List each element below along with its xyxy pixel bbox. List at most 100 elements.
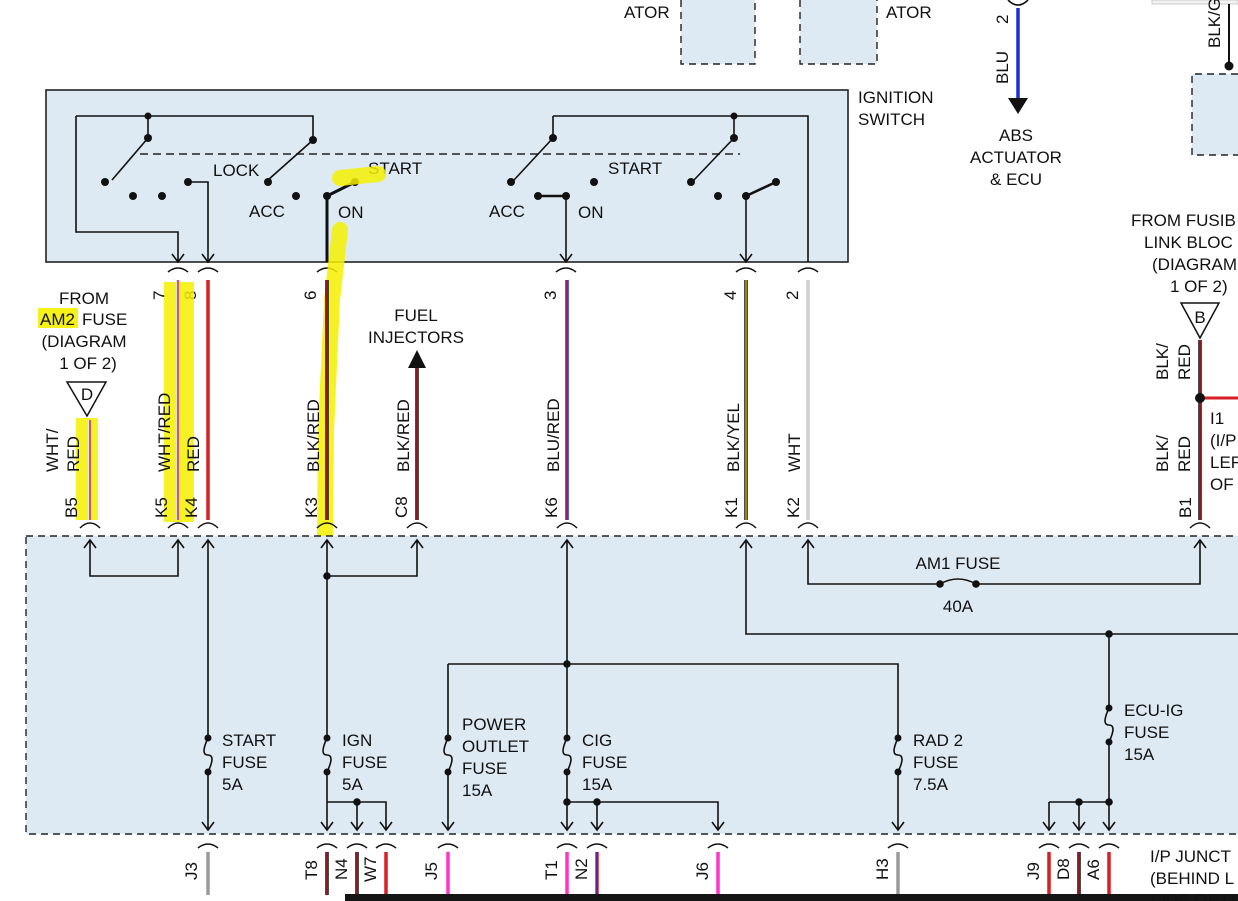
- switch-connectors: [167, 267, 819, 273]
- wht-red-k5-label: WHT/RED: [155, 393, 174, 472]
- conn-b1-label: B1: [1176, 497, 1195, 518]
- junction-dots: [323, 572, 1113, 806]
- abs-pin-label: 2: [993, 15, 1012, 24]
- junction-top-labels: B5 K5 K4 K3 C8 K6 K1 K2 B1: [62, 496, 1195, 518]
- cig-fuse-l3: 15A: [582, 775, 613, 794]
- conn-k5-label: K5: [152, 497, 171, 518]
- wire-color-labels: WHT/ RED WHT/RED RED BLK/RED BLK/RED BLU…: [43, 343, 1194, 472]
- fusible-connector-label: B: [1194, 308, 1205, 327]
- start-fuse-icon: [200, 734, 216, 776]
- ecu-fuse-l2: FUSE: [1124, 723, 1169, 742]
- actuator-boxes: ATOR ATOR: [624, 0, 932, 65]
- fuel-label-1: FUEL: [394, 306, 437, 325]
- i1-label-4: OF: [1210, 475, 1234, 494]
- abs-label-2: ACTUATOR: [970, 148, 1062, 167]
- i1-label-1: I1: [1210, 409, 1224, 428]
- conn-j3-label: J3: [182, 862, 201, 880]
- am2-connector-label: D: [81, 385, 93, 404]
- am2-diagram-label: (DIAGRAM: [42, 332, 127, 351]
- ignition-switch-box: [45, 89, 849, 263]
- abs-label-1: ABS: [999, 126, 1033, 145]
- ecu-ig-fuse-icon: [1101, 704, 1117, 746]
- am2-label: AM2: [40, 310, 75, 329]
- ign-fuse-l1: IGN: [342, 731, 372, 750]
- junction-top-connectors: [79, 522, 1211, 529]
- harness-wires: [88, 280, 1238, 520]
- ign-fuse-l2: FUSE: [342, 753, 387, 772]
- pin-7-label: 7: [150, 291, 169, 300]
- fuse-labels: AM1 FUSE 40A START FUSE 5A IGN FUSE 5A P…: [222, 554, 1184, 800]
- fusible-label-3: (DIAGRAM: [1152, 255, 1237, 274]
- conn-k2-label: K2: [784, 497, 803, 518]
- power-fuse-l1: POWER: [462, 715, 526, 734]
- conn-k1-label: K1: [722, 497, 741, 518]
- pin-3-label: 3: [541, 291, 560, 300]
- rad-fuse-l2: FUSE: [913, 753, 958, 772]
- am1-fuse-label: AM1 FUSE: [915, 554, 1000, 573]
- ign-fuse-l3: 5A: [342, 775, 363, 794]
- conn-k4-label: K4: [182, 497, 201, 518]
- fuel-injectors: FUEL INJECTORS: [368, 306, 464, 347]
- junction-bottom-connectors: [197, 843, 1120, 849]
- ip-junction-label-2: (BEHIND L: [1150, 869, 1234, 888]
- blk-red-b-top-b: RED: [1175, 344, 1194, 380]
- power-fuse-l4: 15A: [462, 781, 493, 800]
- ignition-title-2: SWITCH: [858, 110, 925, 129]
- actuator-left-label: ATOR: [624, 3, 670, 22]
- fuse-symbols: [200, 704, 1117, 776]
- conn-k3-label: K3: [302, 497, 321, 518]
- ignition-title-1: IGNITION: [858, 88, 934, 107]
- ip-junction-label-3: SIDE OF D: [1150, 891, 1235, 901]
- conn-w7-label: W7: [361, 857, 380, 883]
- wht-red-label-a: WHT/: [43, 428, 62, 472]
- power-fuse-l2: OUTLET: [462, 737, 529, 756]
- am2-fuse-label: FUSE: [82, 310, 127, 329]
- ignition-switch: IGNITION SWITCH LOCK START ACC ON: [45, 88, 934, 264]
- pin-4-label: 4: [721, 291, 740, 300]
- blk-yel-k1-label: BLK/YEL: [724, 403, 743, 472]
- abs-branch: 2 BLU ABS ACTUATOR & ECU: [970, 0, 1062, 189]
- junction-bottom-labels: J3 T8 N4 W7 J5 T1 N2 J6 H3 J9 D8 A6 I/P …: [182, 847, 1235, 901]
- bottom-wires: [206, 852, 1238, 901]
- switch-pin-labels: 7 8 6 3 4 2: [150, 291, 802, 300]
- blu-red-k6-label: BLU/RED: [544, 398, 563, 472]
- conn-j5-label: J5: [422, 862, 441, 880]
- start-fuse-l1: START: [222, 731, 276, 750]
- i1-label: I1 (I/P LEF OF: [1210, 409, 1238, 494]
- conn-c8-label: C8: [392, 496, 411, 518]
- blu-wire-label: BLU: [993, 51, 1012, 84]
- actuator-right-label: ATOR: [886, 3, 932, 22]
- abs-label-3: & ECU: [990, 170, 1042, 189]
- start-fuse-l3: 5A: [222, 775, 243, 794]
- power-fuse-l3: FUSE: [462, 759, 507, 778]
- left-acc-label: ACC: [249, 202, 285, 221]
- abs-arrow-icon: [1008, 98, 1028, 114]
- conn-j6-label: J6: [693, 862, 712, 880]
- pin-2-label: 2: [783, 291, 802, 300]
- blk-red-b-a: BLK/: [1153, 435, 1172, 472]
- am2-from-label: FROM: [59, 289, 109, 308]
- conn-d8-label: D8: [1054, 858, 1073, 880]
- ecu-fuse-l3: 15A: [1124, 745, 1155, 764]
- blk-red-b-b: RED: [1175, 436, 1194, 472]
- conn-h3-label: H3: [873, 858, 892, 880]
- ip-junction-label-1: I/P JUNCT: [1150, 847, 1231, 866]
- right-on-label: ON: [578, 203, 604, 222]
- junction-wiring: [83, 538, 1238, 832]
- right-acc-label: ACC: [489, 202, 525, 221]
- fusible-label-2: LINK BLOC: [1144, 233, 1233, 252]
- wht-red-label-b: RED: [64, 436, 83, 472]
- am1-amp-label: 40A: [943, 597, 974, 616]
- left-lock-label: LOCK: [213, 161, 260, 180]
- from-fusible-link: FROM FUSIB LINK BLOC (DIAGRAM 1 OF 2) B: [1131, 211, 1237, 340]
- rad-fuse-l3: 7.5A: [913, 775, 949, 794]
- conn-j9-label: J9: [1024, 862, 1043, 880]
- fuel-injector-arrow-icon: [408, 350, 426, 368]
- conn-t8-label: T8: [302, 860, 321, 880]
- conn-b5-label: B5: [62, 497, 81, 518]
- conn-n4-label: N4: [332, 858, 351, 880]
- rad2-fuse-icon: [890, 734, 906, 776]
- i1-label-2: (I/P: [1210, 431, 1236, 450]
- wht-k2-label: WHT: [785, 433, 804, 472]
